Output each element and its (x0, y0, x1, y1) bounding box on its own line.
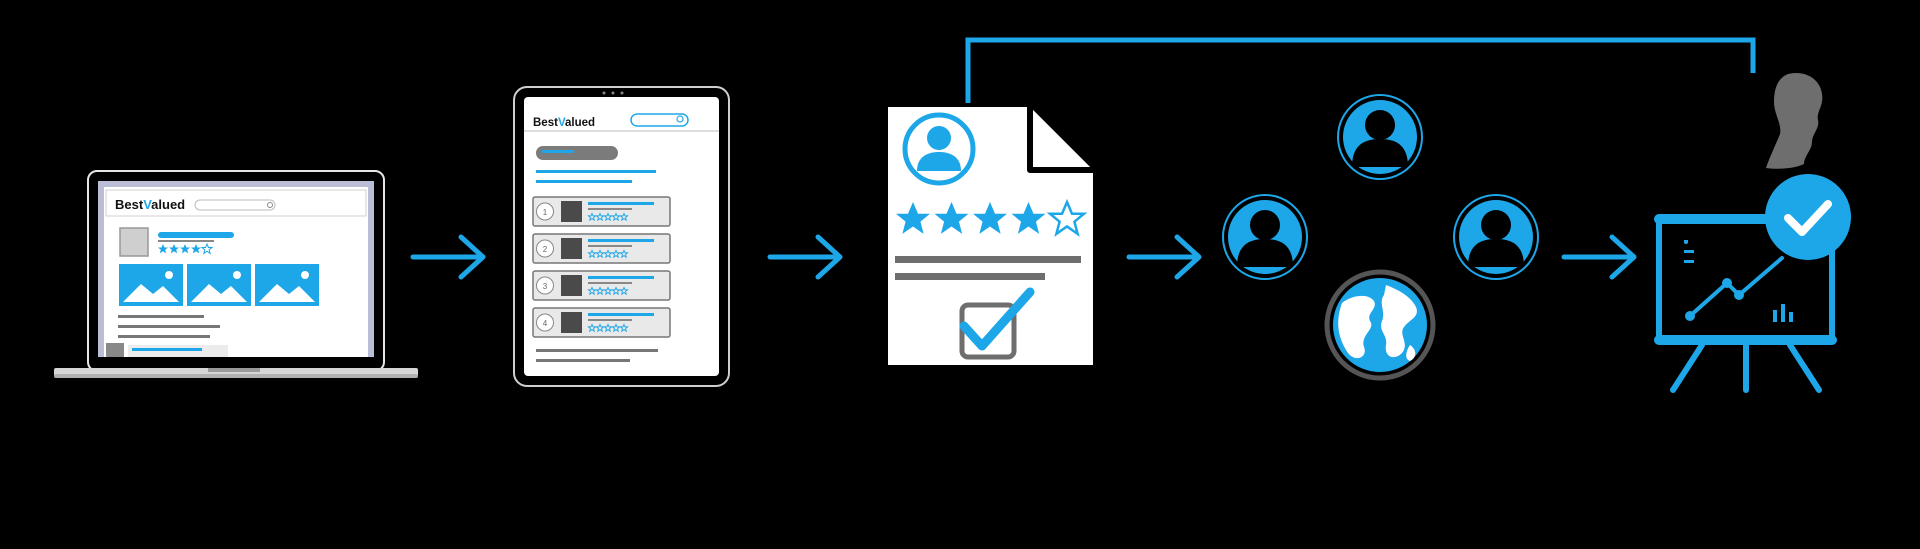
rank-number: 2 (543, 245, 548, 254)
list-item[interactable]: 2 (532, 233, 671, 264)
tablet-search-input[interactable] (630, 113, 689, 127)
search-icon (676, 115, 684, 123)
checkmark-badge-icon (1765, 174, 1851, 260)
review-document-icon (888, 107, 1093, 365)
list-item[interactable]: 4 (532, 307, 671, 338)
checkmark-icon (959, 287, 1035, 351)
reviewer-avatar-icon (902, 112, 976, 186)
arrow-right-icon (410, 234, 486, 280)
rank-badge (536, 239, 554, 258)
tablet-icon: BestValued 1 2 3 4 (513, 86, 730, 387)
list-item[interactable]: 3 (532, 270, 671, 301)
laptop-search-input[interactable] (194, 199, 276, 211)
rank-badge (536, 276, 554, 295)
person-silhouette-icon (1766, 72, 1823, 169)
item-thumbnail (561, 238, 582, 259)
laptop-product-thumbnail (119, 227, 149, 257)
feedback-connector-line (965, 37, 1756, 103)
user-avatar-icon (1453, 194, 1539, 280)
rank-number: 3 (543, 282, 548, 291)
tablet-brand-logo: BestValued (533, 117, 595, 129)
rank-badge (536, 202, 554, 221)
item-thumbnail (561, 201, 582, 222)
laptop-image-row (119, 264, 319, 306)
laptop-icon: BestValued (54, 170, 418, 378)
item-thumbnail (561, 312, 582, 333)
rank-badge (536, 313, 554, 332)
item-thumbnail (561, 275, 582, 296)
tablet-ranked-list: 1 2 3 4 (532, 196, 671, 338)
user-avatar-icon (1222, 194, 1308, 280)
globe-icon (1324, 269, 1436, 381)
rank-number: 4 (543, 319, 548, 328)
arrow-right-icon (1561, 234, 1637, 280)
checkbox-checked (959, 302, 1017, 360)
search-icon (267, 202, 273, 208)
laptop-brand-logo: BestValued (115, 197, 185, 212)
list-item[interactable]: 1 (532, 196, 671, 227)
arrow-right-icon (767, 234, 843, 280)
user-avatar-icon (1337, 94, 1423, 180)
rank-number: 1 (543, 208, 548, 217)
arrow-right-icon (1126, 234, 1202, 280)
